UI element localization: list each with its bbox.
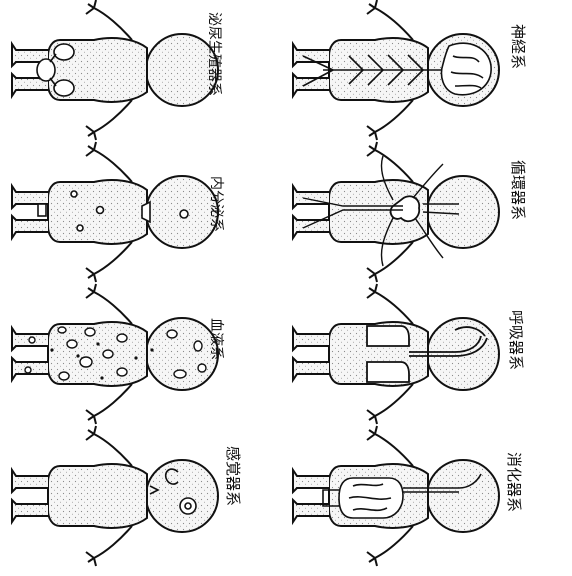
label-sensory: 感覚器系 [224, 446, 242, 506]
panel-urogenital: 泌尿生殖器系 [12, 0, 223, 140]
label-digestive: 消化器系 [505, 452, 523, 512]
panel-circulatory: 循環器系 [293, 142, 527, 282]
label-nervous: 神経系 [509, 24, 527, 69]
label-circulatory: 循環器系 [509, 160, 527, 220]
label-urogenital: 泌尿生殖器系 [206, 12, 223, 96]
label-endocrine: 内分泌系 [208, 176, 224, 232]
panel-blood: 血液系 [12, 284, 224, 424]
panel-nervous: 神経系 [293, 0, 527, 140]
panel-sensory: 感覚器系 [12, 426, 242, 566]
label-respiratory: 呼吸器系 [507, 310, 525, 370]
panel-digestive: 消化器系 [293, 426, 523, 566]
label-blood: 血液系 [208, 318, 224, 360]
panel-endocrine: 内分泌系 [12, 142, 224, 282]
panel-respiratory: 呼吸器系 [293, 284, 525, 424]
